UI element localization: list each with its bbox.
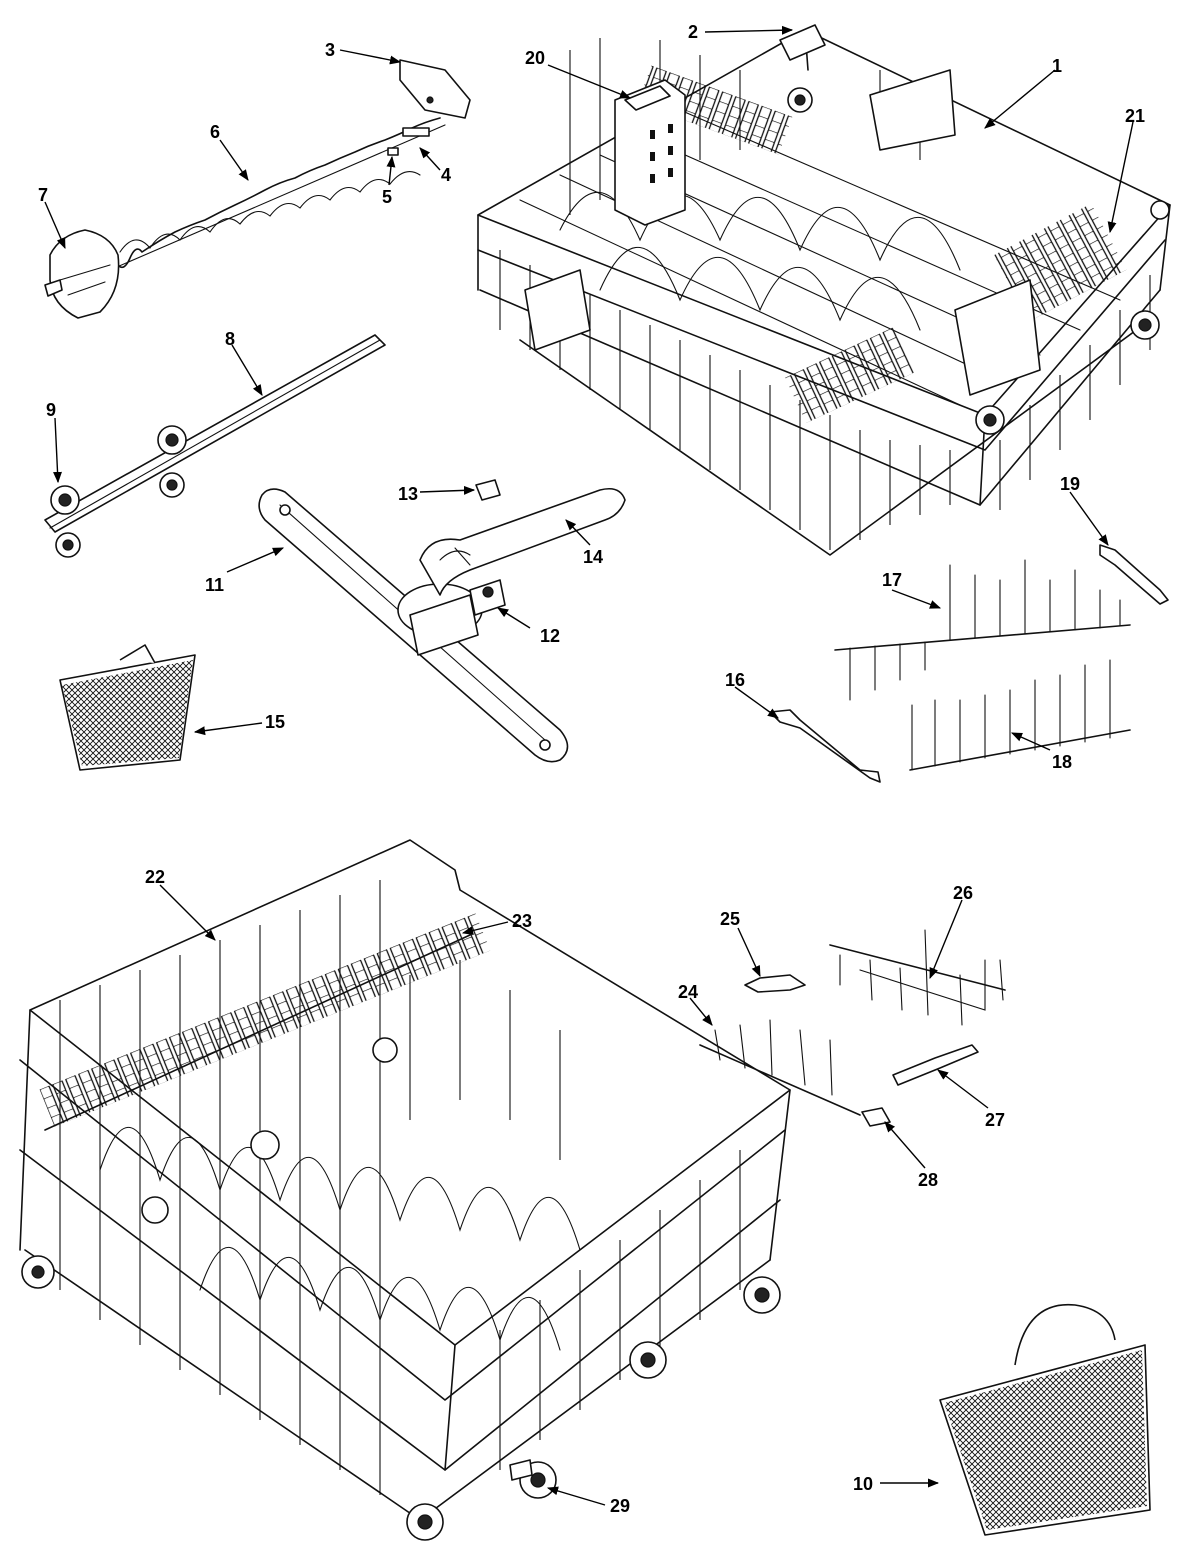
end-cap-hub xyxy=(44,229,120,319)
callout-9: 9 xyxy=(46,400,56,420)
callout-20: 20 xyxy=(525,48,545,68)
callout-25: 25 xyxy=(720,909,740,929)
callout-12: 12 xyxy=(540,626,560,646)
callout-27: 27 xyxy=(985,1110,1005,1130)
tube-connector xyxy=(475,479,501,501)
lower-rack xyxy=(19,839,791,1541)
callout-13: 13 xyxy=(398,484,418,504)
callout-28: 28 xyxy=(918,1170,938,1190)
callout-16: 16 xyxy=(725,670,745,690)
callout-2: 2 xyxy=(688,22,698,42)
wheel-axle xyxy=(509,1459,533,1481)
pivot-clip xyxy=(892,1044,979,1086)
callout-26: 26 xyxy=(953,883,973,903)
rack-top-clip xyxy=(779,24,826,61)
callout-7: 7 xyxy=(38,185,48,205)
tine-row-front xyxy=(909,659,1131,771)
wavy-wire xyxy=(104,117,446,271)
lower-tine-row xyxy=(39,913,491,1131)
callout-17: 17 xyxy=(882,570,902,590)
callout-23: 23 xyxy=(512,911,532,931)
cutlery-basket-small xyxy=(59,644,196,771)
callout-22: 22 xyxy=(145,867,165,887)
callout-4: 4 xyxy=(441,165,451,185)
callout-6: 6 xyxy=(210,122,220,142)
callout-18: 18 xyxy=(1052,752,1072,772)
stemware-holder xyxy=(614,79,686,226)
rack-rail xyxy=(44,334,386,558)
callout-24: 24 xyxy=(678,982,698,1002)
feed-tube xyxy=(419,487,626,596)
folding-tine-clip xyxy=(744,974,806,993)
folding-tine-right xyxy=(829,929,1006,1026)
callout-19: 19 xyxy=(1060,474,1080,494)
callout-29: 29 xyxy=(610,1496,630,1516)
tine-row-clip xyxy=(769,709,881,783)
callout-21: 21 xyxy=(1125,106,1145,126)
callout-numbers: 1 2 3 4 5 6 7 8 9 10 11 12 13 14 15 16 1… xyxy=(38,22,1145,1516)
track-end-cap xyxy=(399,59,471,119)
callout-8: 8 xyxy=(225,329,235,349)
callout-15: 15 xyxy=(265,712,285,732)
folding-tine-left xyxy=(699,1019,861,1116)
callout-5: 5 xyxy=(382,187,392,207)
callout-11: 11 xyxy=(205,575,224,595)
callout-14: 14 xyxy=(583,547,603,567)
upper-rack xyxy=(477,29,1171,556)
tine-row-back xyxy=(834,559,1131,701)
leader-lines xyxy=(44,25,1134,1506)
small-clip xyxy=(387,127,430,156)
tine-row-clip-small xyxy=(1099,544,1169,605)
callout-10: 10 xyxy=(853,1474,873,1494)
callout-3: 3 xyxy=(325,40,335,60)
spray-arm-hub xyxy=(397,579,506,656)
silverware-basket xyxy=(939,1303,1151,1536)
callout-1: 1 xyxy=(1052,56,1062,76)
